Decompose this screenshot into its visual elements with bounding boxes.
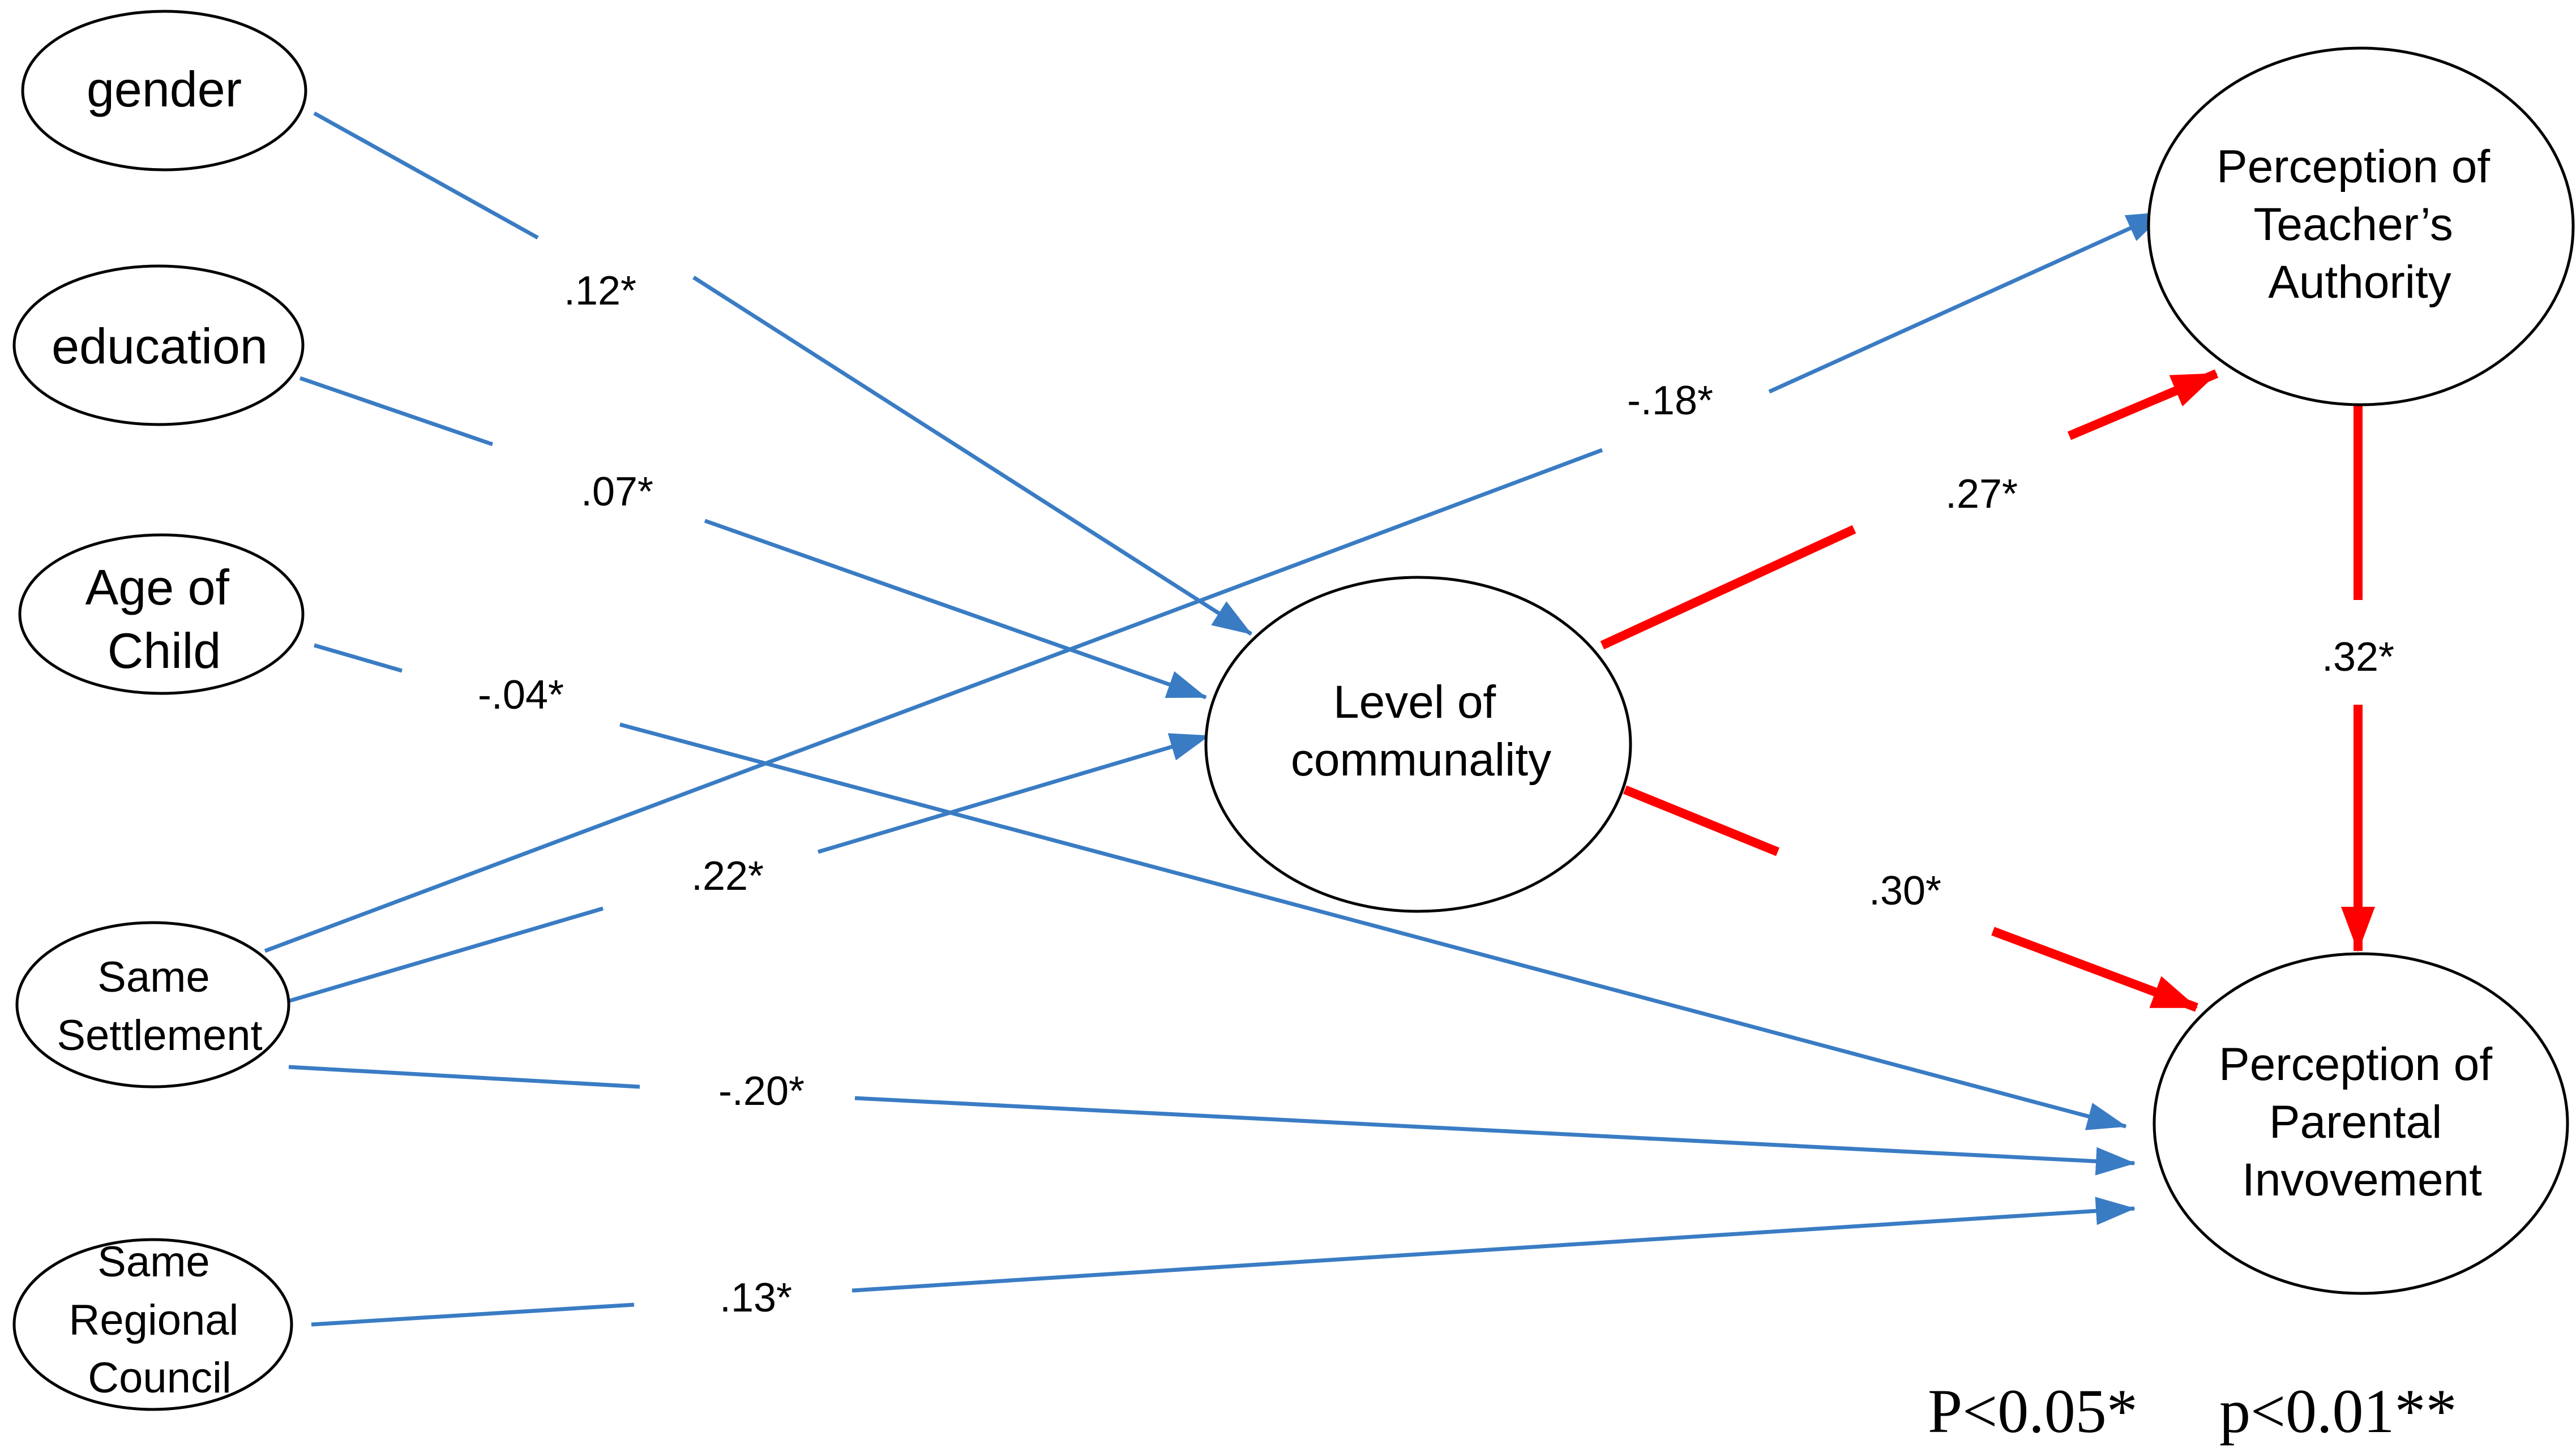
path-segment <box>1991 927 2198 1012</box>
coefficient-label: -.20* <box>718 1069 805 1114</box>
path-settlement-to-communality: .22* <box>285 733 1210 1004</box>
path-segment <box>288 1065 640 1089</box>
node-ellipse <box>21 10 307 172</box>
node-label: Level of communality <box>1291 676 1551 786</box>
node-ellipse <box>18 533 305 695</box>
node-ellipse <box>2153 952 2569 1295</box>
path-teacher-to-parental: .32* <box>2322 405 2394 952</box>
path-segment <box>313 111 539 240</box>
path-gender-to-communality: .12* <box>313 111 1252 636</box>
coefficient-label: .22* <box>691 854 764 899</box>
significance-p01: p<0.01** <box>2219 1377 2457 1446</box>
nodes-layer: gender education Age of Child Same Settl… <box>12 10 2575 1411</box>
node-same-settlement: Same Settlement <box>15 921 290 1088</box>
node-label: Age of Child <box>85 559 243 679</box>
path-settlement-to-teacher: -.18* <box>264 210 2167 953</box>
path-education-to-communality: .07* <box>299 376 1207 700</box>
path-segment <box>854 1096 2136 1176</box>
node-ellipse <box>2147 46 2575 406</box>
node-ellipse <box>1204 576 1632 913</box>
node-level-of-communality: Level of communality <box>1204 576 1632 913</box>
path-settlement-to-parental: -.20* <box>288 1065 2136 1176</box>
node-education: education <box>12 264 305 426</box>
node-age-of-child: Age of Child <box>18 533 305 695</box>
path-communality-to-teacher: .27* <box>1600 369 2219 650</box>
path-council-to-parental: .13* <box>311 1197 2136 1327</box>
coefficient-label: -.04* <box>478 672 564 718</box>
path-segment <box>264 448 1603 953</box>
node-label: Perception of Teacher’s Authority <box>2216 141 2503 308</box>
coefficient-label: .30* <box>1869 868 1941 914</box>
path-segment <box>1768 210 2167 394</box>
node-gender: gender <box>21 10 307 172</box>
node-label: education <box>52 318 268 374</box>
path-segment <box>1600 525 1856 650</box>
path-segment <box>2067 369 2219 440</box>
node-ellipse <box>12 1238 293 1411</box>
path-segment <box>818 733 1210 854</box>
path-segment <box>314 643 403 673</box>
coefficient-label: -.18* <box>1627 378 1713 423</box>
path-segment <box>692 276 1252 636</box>
path-segment <box>311 1302 635 1327</box>
node-label: Perception of Parental Invovement <box>2219 1039 2505 1206</box>
node-label: Same Regional Council <box>69 1238 250 1402</box>
path-segment <box>1623 785 1780 856</box>
node-same-regional-council: Same Regional Council <box>12 1238 293 1411</box>
coefficient-label: .13* <box>720 1275 792 1321</box>
coefficient-label: .32* <box>2322 635 2394 680</box>
coefficient-label: .27* <box>1945 472 2018 517</box>
path-segment <box>285 906 604 1004</box>
path-segment <box>619 722 2127 1130</box>
coefficient-label: .12* <box>564 268 636 314</box>
path-segment <box>299 376 494 447</box>
node-label: gender <box>87 61 242 117</box>
path-segment <box>704 518 1207 700</box>
node-ellipse <box>12 264 305 426</box>
significance-p05: P<0.05* <box>1928 1377 2138 1446</box>
path-segment <box>851 1197 2136 1293</box>
path-communality-to-parental: .30* <box>1623 785 2198 1012</box>
coefficient-label: .07* <box>581 469 653 515</box>
significance-legend: P<0.05* p<0.01** <box>1928 1377 2457 1446</box>
node-label: Same Settlement <box>57 953 262 1060</box>
node-teacher-authority: Perception of Teacher’s Authority <box>2147 46 2575 406</box>
paths-layer: .12* .07* -.04* -.18* .22* <box>264 111 2394 1327</box>
node-parental-involvement: Perception of Parental Invovement <box>2153 952 2569 1295</box>
path-age-to-parental: -.04* <box>314 643 2127 1130</box>
node-ellipse <box>15 921 290 1088</box>
